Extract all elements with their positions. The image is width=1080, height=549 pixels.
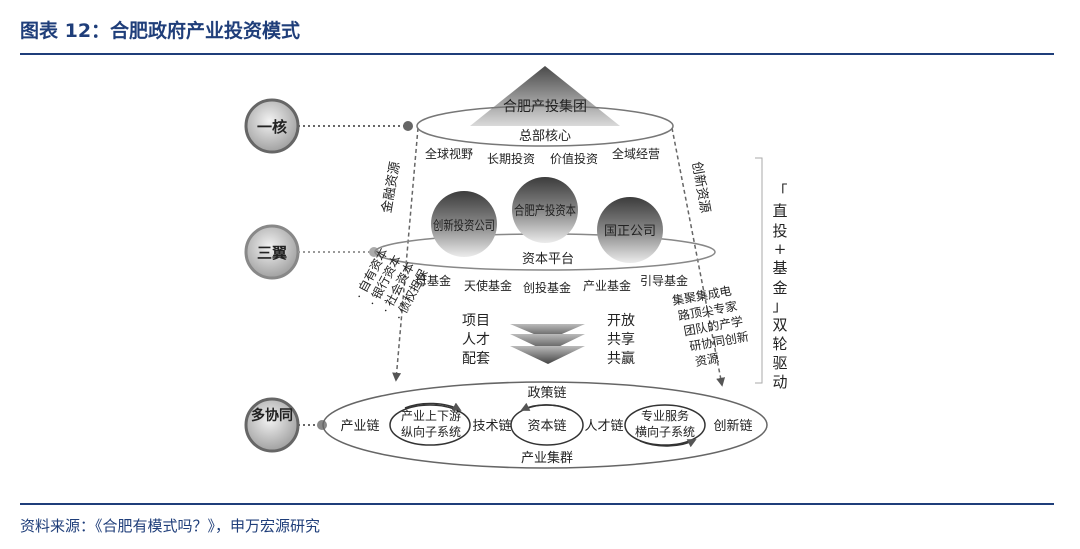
right-cycle-ring <box>624 404 706 446</box>
industry-chain-label: 产业链 <box>340 419 379 434</box>
drive-char: 金 <box>772 279 787 297</box>
capital-chain-label: 资本链 <box>527 419 566 434</box>
chevron-down-icon <box>510 346 585 364</box>
principle-item: 长期投资 <box>487 151 535 166</box>
policy-chain-label: 政策链 <box>527 385 566 401</box>
core-group-label: 合肥产投集团 <box>503 98 587 115</box>
middle-left-item: 项目 <box>462 313 490 329</box>
left-cycle-line: 产业上下游 <box>401 409 461 423</box>
fund-item: 创投基金 <box>523 280 571 295</box>
chevron-down-icon <box>510 324 585 340</box>
left-cycle-ring <box>389 404 471 446</box>
sphere-innovation-investment-label: 创新投资公司 <box>433 218 495 234</box>
funnel-right-edge <box>671 127 726 387</box>
middle-left-item: 人才 <box>462 332 490 348</box>
middle-right-item: 开放 <box>607 313 635 329</box>
drive-char: 投 <box>772 222 787 240</box>
drive-char: 「 <box>772 182 787 200</box>
chevron-down-icon <box>510 334 585 352</box>
industry-cluster-label: 产业集群 <box>521 450 573 466</box>
right-cycle-line: 横向子系统 <box>635 424 695 439</box>
drive-char: 双 <box>772 316 787 334</box>
left-cycle-line: 纵向子系统 <box>401 424 461 439</box>
cycle-arrow-icon <box>639 439 697 448</box>
principle-item: 全球视野 <box>425 146 473 161</box>
level-badge-wings: 三翼 <box>244 224 300 280</box>
cycle-arrow-icon <box>404 402 462 411</box>
drive-char: 基 <box>772 259 787 277</box>
drive-char: 轮 <box>772 335 787 353</box>
level-badge-synergy: 多协同 <box>244 397 300 453</box>
capital-sources: · 自有资本 · 银行资本 · 社会资本 · 债权担保 <box>352 246 430 323</box>
funnel-left-edge <box>392 127 419 382</box>
talent-chain-label: 人才链 <box>584 419 623 434</box>
core-ellipse <box>416 105 674 147</box>
middle-left-item: 配套 <box>462 351 490 367</box>
drive-char: 直 <box>772 202 787 220</box>
level-synergy-label: 多协同 <box>251 407 293 424</box>
synergy-ellipse <box>322 381 768 469</box>
sphere-hefei-capital-label: 合肥产投资本 <box>514 203 576 219</box>
drive-char: + <box>774 240 787 258</box>
drive-char: 」 <box>772 297 787 315</box>
cycle-arrow-icon <box>520 402 571 411</box>
core-hq-label: 总部核心 <box>519 129 571 144</box>
drive-char: 驱 <box>772 354 787 372</box>
right-cycle-line: 专业服务 <box>641 408 689 423</box>
level-core-label: 一核 <box>257 118 287 136</box>
level-wings-label: 三翼 <box>257 244 287 262</box>
middle-right-item: 共享 <box>607 331 635 348</box>
fund-item: 母基金 <box>415 273 451 288</box>
innovation-source-line: 资源 <box>694 351 720 369</box>
fund-item: 引导基金 <box>640 273 688 288</box>
sphere-hefei-capital <box>512 177 578 243</box>
innovation-sources: 集聚集成电 路顶尖专家 团队的产学 研协同创新 资源 <box>671 283 750 369</box>
innovation-chain-label: 创新链 <box>713 418 752 434</box>
sphere-innovation-investment <box>431 191 497 257</box>
tech-chain-label: 技术链 <box>472 419 511 434</box>
core-connector-dot <box>403 121 413 131</box>
principle-item: 全域经营 <box>612 146 660 161</box>
middle-right-item: 共赢 <box>607 350 635 367</box>
top-divider <box>20 53 1054 55</box>
synergy-connector-dot <box>317 420 327 430</box>
fund-item: 天使基金 <box>464 278 512 293</box>
drive-bracket <box>755 157 763 384</box>
sphere-guozheng-label: 国正公司 <box>604 224 656 239</box>
figure-title: 图表 12：合肥政府产业投资模式 <box>20 20 301 42</box>
core-pyramid <box>470 66 620 126</box>
level-badge-core: 一核 <box>244 98 300 154</box>
innovation-resources-label: 创新资源 <box>689 160 714 214</box>
sphere-guozheng <box>597 197 663 263</box>
fund-item: 产业基金 <box>583 278 631 293</box>
principle-item: 价值投资 <box>550 151 598 166</box>
finance-resources-label: 金融资源 <box>379 160 404 214</box>
drive-char: 动 <box>772 373 787 391</box>
source-note: 资料来源：《合肥有模式吗？》，申万宏源研究 <box>20 517 321 535</box>
bottom-divider <box>20 503 1054 505</box>
drive-label: 「 直 投 + 基 金 」 双 轮 驱 动 <box>772 182 787 391</box>
platform-label: 资本平台 <box>522 252 574 267</box>
